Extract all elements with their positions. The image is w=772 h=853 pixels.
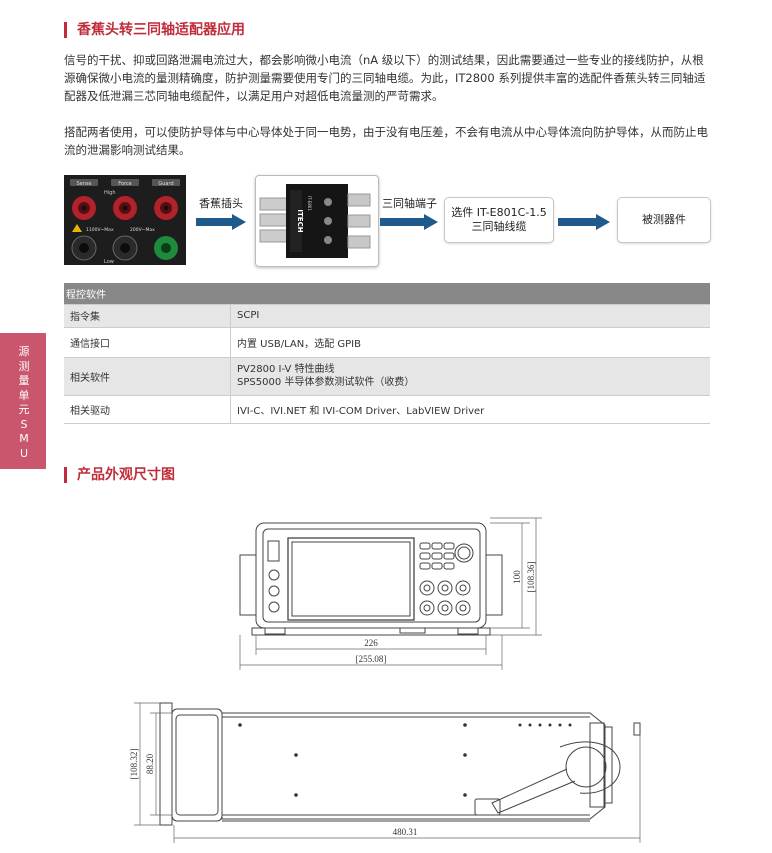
side-category-tab: 源测量单元SMU: [0, 333, 46, 469]
dim-side-height: 88.20: [145, 753, 155, 774]
table-key: 指令集: [64, 304, 231, 328]
panel-rating-200v: 200V~Max: [130, 227, 155, 233]
table-value: IVI-C、IVI.NET 和 IVI-COM Driver、LabVIEW D…: [230, 395, 710, 424]
table-row: 指令集 SCPI: [64, 304, 710, 328]
dim-front-width: 226: [364, 638, 378, 648]
adapter-brand-text: ITECH: [296, 209, 304, 232]
usage-paragraph: 搭配两者使用，可以使防护导体与中心导体处于同一电势，由于没有电压差，不会有电流从…: [64, 125, 708, 157]
arrow-icon-3: [558, 214, 610, 230]
table-row: 相关驱动 IVI-C、IVI.NET 和 IVI-COM Driver、LabV…: [64, 395, 710, 424]
table-value-line1: PV2800 I-V 特性曲线: [237, 364, 335, 375]
table-header-row: 程控软件: [64, 283, 710, 305]
panel-label-guard: Guard: [158, 181, 173, 187]
front-view-drawing: 226 [255.08] 100 [108.36]: [239, 517, 542, 670]
dim-front-width-overall: [255.08]: [356, 654, 387, 664]
dim-front-height-overall: [108.36]: [526, 562, 536, 593]
side-view-drawing: [108.32] 88.20 480.31: [129, 702, 641, 843]
dim-front-height: 100: [512, 570, 522, 584]
label-triax-terminal: 三同轴端子: [382, 197, 437, 210]
triax-adapter-photo: ITECH IT-E801: [255, 175, 379, 267]
label-banana-plug: 香蕉插头: [199, 197, 243, 210]
panel-rating-1100v: 1100V~Max: [86, 227, 114, 233]
section-title-adapter: 香蕉头转三同轴适配器应用: [64, 22, 245, 38]
software-spec-table: 程控软件 指令集 SCPI 通信接口 内置 USB/LAN，选配 GPIB 相关…: [64, 283, 710, 424]
adapter-graphic: ITECH IT-E801: [259, 184, 371, 258]
adapter-model-text: IT-E801: [307, 196, 312, 211]
table-value-multi: PV2800 I-V 特性曲线 SPS5000 半导体参数测试软件（收费）: [230, 357, 710, 396]
table-row: 通信接口 内置 USB/LAN，选配 GPIB: [64, 327, 710, 358]
arrow-icon-1: [196, 214, 246, 230]
panel-label-sense: Sense: [76, 181, 91, 187]
table-header: 程控软件: [64, 283, 710, 305]
arrow-icon-2: [380, 214, 438, 230]
table-key: 相关驱动: [64, 395, 231, 424]
panel-label-high: High: [104, 190, 116, 196]
box-triax-cable-line1: 选件 IT-E801C-1.5: [451, 206, 547, 219]
section-title-dimensions: 产品外观尺寸图: [64, 467, 175, 483]
dim-side-depth: 480.31: [393, 827, 418, 837]
intro-paragraph: 信号的干扰、抑或回路泄漏电流过大，都会影响微小电流（nA 级以下）的测试结果，因…: [64, 53, 706, 103]
dim-side-height-overall: [108.32]: [129, 749, 139, 780]
box-dut: 被测器件: [617, 197, 711, 243]
terminal-panel-graphic: Sense Force Guard High 1100V~Max 200V~Ma…: [64, 175, 186, 265]
panel-label-low: Low: [104, 259, 114, 265]
side-category-label: 源测量单元SMU: [18, 345, 30, 460]
panel-label-force: Force: [118, 181, 132, 187]
table-value-line2: SPS5000 半导体参数测试软件（收费）: [237, 377, 415, 388]
table-row: 相关软件 PV2800 I-V 特性曲线 SPS5000 半导体参数测试软件（收…: [64, 357, 710, 396]
table-value: SCPI: [230, 304, 710, 328]
box-triax-cable-option: 选件 IT-E801C-1.5 三同轴线缆: [444, 197, 554, 243]
table-key: 相关软件: [64, 357, 231, 396]
box-triax-cable-line2: 三同轴线缆: [471, 220, 527, 233]
table-value: 内置 USB/LAN，选配 GPIB: [230, 327, 710, 358]
table-key: 通信接口: [64, 327, 231, 358]
front-panel-terminals-photo: Sense Force Guard High 1100V~Max 200V~Ma…: [64, 175, 186, 265]
